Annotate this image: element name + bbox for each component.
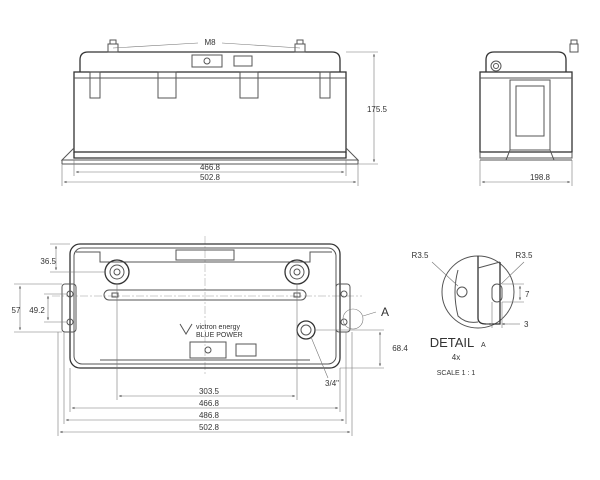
width-dim-3: 502.8 xyxy=(199,423,220,432)
left-inner-dim: 49.2 xyxy=(29,306,45,315)
logo-text-1: victron energy xyxy=(196,324,240,331)
terminal-offset-dim: 36.5 xyxy=(40,257,56,266)
detail-slot-width: 3 xyxy=(524,320,529,329)
logo-text-2: BLUE POWER xyxy=(196,332,243,339)
detail-radius-left: R3.5 xyxy=(412,251,429,260)
detail-callout: A xyxy=(381,305,389,319)
top-view: victron energy BLUE POWER A 3/4" 36.5 57… xyxy=(12,236,408,436)
terminal-spacing-dim: 303.5 xyxy=(199,387,220,396)
side-width-dim: 198.8 xyxy=(530,173,551,182)
detail-view: R3.5 R3.5 7 3 DETAIL A 4x SCALE 1 : 1 xyxy=(412,251,533,377)
victron-logo: victron energy BLUE POWER xyxy=(179,323,243,339)
detail-slot-height: 7 xyxy=(525,290,530,299)
height-dim: 175.5 xyxy=(367,105,388,114)
thread-label: M8 xyxy=(204,38,216,47)
left-outer-dim: 57 xyxy=(12,306,21,315)
detail-count: 4x xyxy=(452,353,460,362)
vent-label: 3/4" xyxy=(325,379,339,388)
front-view: M8 175.5 466.8 502.8 xyxy=(60,38,388,186)
detail-scale: SCALE 1 : 1 xyxy=(437,370,476,377)
outer-width-dim: 502.8 xyxy=(200,173,221,182)
width-dim-1: 466.8 xyxy=(199,399,220,408)
detail-letter: A xyxy=(481,342,486,349)
width-dim-2: 486.8 xyxy=(199,411,220,420)
right-height-dim: 68.4 xyxy=(392,344,408,353)
inner-width-dim: 466.8 xyxy=(200,163,221,172)
detail-title: DETAIL xyxy=(430,335,475,350)
side-view: 198.8 xyxy=(479,39,579,186)
detail-radius-right: R3.5 xyxy=(516,251,533,260)
